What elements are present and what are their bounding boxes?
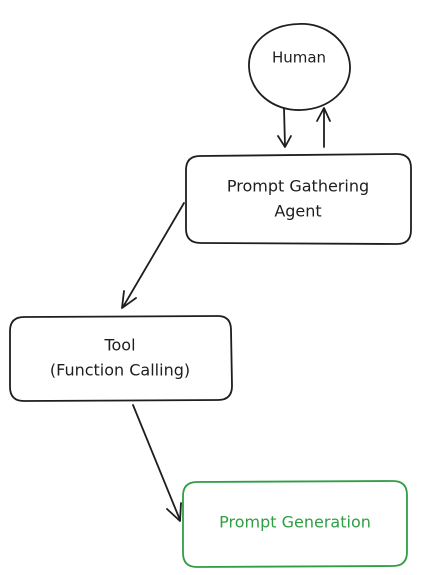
prompt-generation-box: [182, 480, 408, 568]
tool-box: [9, 315, 233, 402]
prompt-gathering-agent-node[interactable]: Prompt Gathering Agent: [185, 153, 412, 245]
prompt-gathering-agent-label-line2: Agent: [274, 202, 321, 221]
tool-label-line1: Tool: [103, 336, 135, 355]
prompt-gathering-agent-label-line1: Prompt Gathering: [227, 177, 369, 196]
prompt-generation-node[interactable]: Prompt Generation: [182, 480, 408, 568]
human-circle-shape: [248, 23, 351, 111]
tool-label-line2: (Function Calling): [50, 361, 190, 380]
human-label: Human: [272, 49, 326, 67]
arrow-tool-to-prompt-generation: [132, 404, 182, 522]
arrow-human-to-agent: [277, 107, 292, 148]
arrow-agent-to-human: [316, 107, 331, 148]
arrow-agent-to-tool: [121, 202, 185, 309]
prompt-generation-label: Prompt Generation: [219, 513, 371, 532]
tool-node[interactable]: Tool (Function Calling): [9, 315, 233, 402]
human-node[interactable]: Human: [248, 23, 351, 111]
prompt-gathering-agent-box: [185, 153, 412, 245]
